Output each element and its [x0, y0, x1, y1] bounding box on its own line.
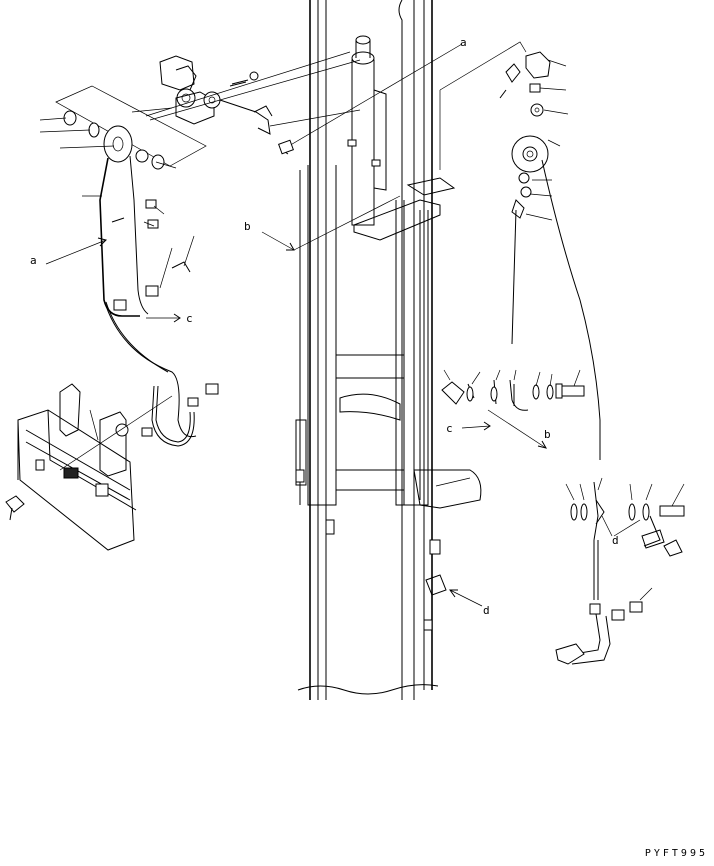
backrest-carriage — [5, 383, 219, 551]
sheave-bracket-assembly — [145, 51, 361, 135]
label-a-left: a — [30, 254, 37, 267]
label-b-mid: b — [544, 428, 551, 441]
left-chain-pulley — [39, 85, 207, 438]
arrow-a-top — [281, 43, 463, 151]
arrow-d-right — [601, 515, 613, 537]
bolt-left — [5, 495, 25, 513]
arrow-d-mid — [449, 589, 483, 607]
label-d-right: d — [612, 534, 619, 547]
mast-clip — [425, 574, 447, 596]
chain-anchor-hardware — [441, 369, 585, 411]
label-b-left: b — [244, 220, 251, 233]
label-c-left: c — [186, 312, 193, 325]
arrow-c-mid — [461, 425, 491, 429]
drawing-code: PYFT995 — [644, 848, 708, 859]
mast-assembly — [295, 0, 482, 700]
lower-anchor-assembly — [555, 477, 685, 665]
pulley-wheel — [103, 125, 133, 163]
right-chain-strand — [511, 209, 517, 345]
reference-arrows — [45, 43, 641, 607]
arrow-b-left — [261, 231, 295, 251]
label-c-mid: c — [446, 422, 453, 435]
label-a-top: a — [460, 36, 467, 49]
chain-left-strand — [99, 157, 140, 317]
arrow-b-mid — [487, 409, 547, 449]
label-d-mid: d — [483, 604, 490, 617]
arrow-a-left — [45, 239, 107, 265]
right-sheave-chain — [439, 41, 601, 460]
